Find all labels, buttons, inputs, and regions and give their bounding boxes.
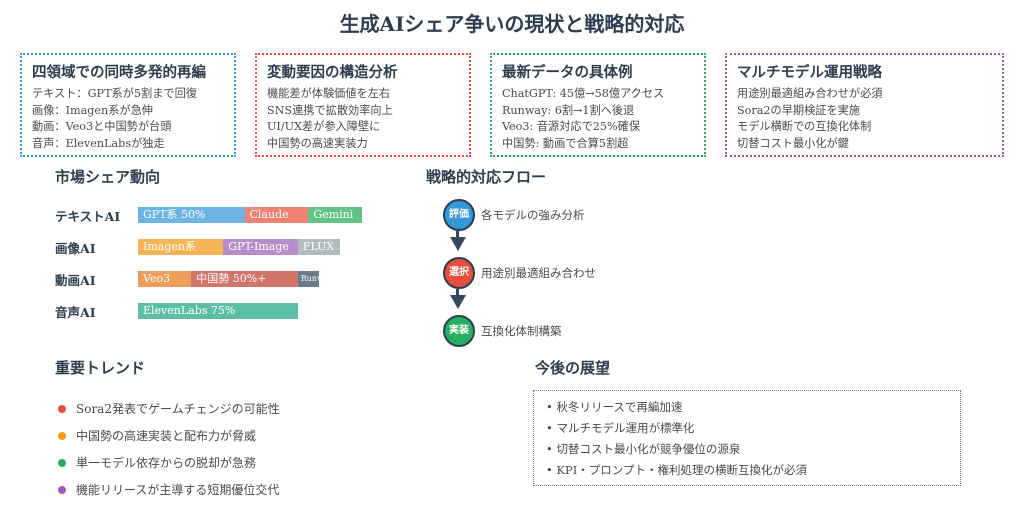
bar-row-label: 画像AI xyxy=(55,241,96,256)
trend-text: 単一モデル依存からの脱却が急務 xyxy=(76,456,257,470)
card-line: 用途別最適組み合わせが必須 xyxy=(737,87,883,100)
trends-title: 重要トレンド xyxy=(55,359,146,377)
card-line: Sora2の早期検証を実施 xyxy=(737,103,861,117)
summary-card: 変動要因の構造分析機能差が体験価値を左右 SNS連携で拡散効率向上 UI/UX差が参… xyxy=(255,53,471,157)
card-line: UI/UX差が参入障壁に xyxy=(267,120,381,133)
arrow-down-icon xyxy=(450,295,466,309)
flow-step-badge: 実装 xyxy=(443,315,475,347)
flow-step-label: 各モデルの強み分析 xyxy=(481,208,585,222)
bullet-dot-icon xyxy=(58,404,66,413)
outlook-item: • 秋冬リリースで再編加速 xyxy=(546,400,683,414)
flow-title: 戦略的対応フロー xyxy=(426,168,547,186)
bar-segment: Runway xyxy=(297,271,320,287)
trend-item: 単一モデル依存からの脱却が急務 xyxy=(58,454,256,471)
card-line: ChatGPT: 45億→58億アクセス xyxy=(502,87,665,100)
bar-segment: FLUX xyxy=(297,239,341,255)
flow-step-badge: 評価 xyxy=(443,199,475,231)
trend-item: 中国勢の高速実装と配布力が脅威 xyxy=(58,427,256,444)
bullet-dot-icon xyxy=(58,485,66,494)
flow-step-badge: 選択 xyxy=(443,257,475,289)
page-title: 生成AIシェア争いの現状と戦略的対応 xyxy=(339,12,685,36)
flow-connector xyxy=(456,231,459,239)
outlook-item: • マルチモデル運用が標準化 xyxy=(546,421,695,435)
outlook-item: • 切替コスト最小化が競争優位の源泉 xyxy=(546,442,741,456)
market-share-title: 市場シェア動向 xyxy=(55,168,161,186)
card-line: Veo3: 音源対応で25%確保 xyxy=(502,120,641,133)
bullet-dot-icon xyxy=(58,458,66,467)
card-title: 変動要因の構造分析 xyxy=(267,64,398,81)
trend-item: Sora2発表でゲームチェンジの可能性 xyxy=(58,400,280,417)
trend-item: 機能リリースが主導する短期優位交代 xyxy=(58,481,279,498)
outlook-box: • 秋冬リリースで再編加速 • マルチモデル運用が標準化 • 切替コスト最小化が競争… xyxy=(533,390,961,486)
bar-row-label: 動画AI xyxy=(55,273,96,288)
summary-card: 最新データの具体例 ChatGPT: 45億→58億アクセス Runway: 6割→… xyxy=(490,53,706,157)
trend-text: Sora2発表でゲームチェンジの可能性 xyxy=(76,402,280,416)
outlook-title: 今後の展望 xyxy=(535,359,611,377)
card-title: 最新データの具体例 xyxy=(502,64,633,81)
outlook-item: • KPI・プロンプト・権利処理の横断互換化が必須 xyxy=(546,463,807,477)
flow-step-label: 用途別最適組み合わせ xyxy=(481,266,596,280)
card-line: モデル横断での互換化体制 xyxy=(737,120,872,133)
card-title: 四領域での同時多発的再編 xyxy=(32,64,206,81)
bullet-dot-icon xyxy=(58,431,66,440)
bar-segment: Veo3 xyxy=(138,271,192,287)
summary-card: マルチモデル運用戦略用途別最適組み合わせが必須 Sora2の早期検証を実施モデル横… xyxy=(725,53,1004,157)
card-line: 機能差が体験価値を左右 xyxy=(267,87,391,100)
bar-segment: GPT-Image xyxy=(223,239,298,255)
trend-text: 中国勢の高速実装と配布力が脅威 xyxy=(76,429,257,443)
bar-segment: Claude xyxy=(244,207,309,223)
trend-text: 機能リリースが主導する短期優位交代 xyxy=(76,483,280,497)
bar-segment: ElevenLabs 75% xyxy=(138,303,298,319)
flow-step-label: 互換化体制構築 xyxy=(481,324,562,338)
card-line: Runway: 6割→1割へ後退 xyxy=(502,103,635,117)
card-title: マルチモデル運用戦略 xyxy=(737,64,882,81)
summary-card: 四領域での同時多発的再編テキスト：GPT系が5割まで回復画像：Imagen系が急… xyxy=(20,53,236,157)
bar-segment: GPT系 50% xyxy=(138,207,245,223)
bar-segment: 中国勢 50%+ xyxy=(191,271,298,287)
card-line: 切替コスト最小化が鍵 xyxy=(737,136,849,150)
card-line: 音声：ElevenLabsが独走 xyxy=(32,136,165,150)
card-line: テキスト：GPT系が5割まで回復 xyxy=(32,87,197,100)
card-line: 画像：Imagen系が急伸 xyxy=(32,103,153,117)
bar-segment: Gemini xyxy=(308,207,362,223)
card-line: 中国勢: 動画で合算5割超 xyxy=(502,136,629,150)
card-line: 中国勢の高速実装力 xyxy=(267,136,368,150)
stacked-bar: ElevenLabs 75% xyxy=(138,303,298,319)
card-line: 動画：Veo3と中国勢が台頭 xyxy=(32,120,172,133)
bar-row-label: 音声AI xyxy=(55,305,96,320)
arrow-down-icon xyxy=(450,237,466,251)
bar-row-label: テキストAI xyxy=(55,209,121,224)
flow-connector xyxy=(456,289,459,297)
bar-segment: Imagen系 xyxy=(138,239,224,255)
card-line: SNS連携で拡散効率向上 xyxy=(267,103,393,117)
